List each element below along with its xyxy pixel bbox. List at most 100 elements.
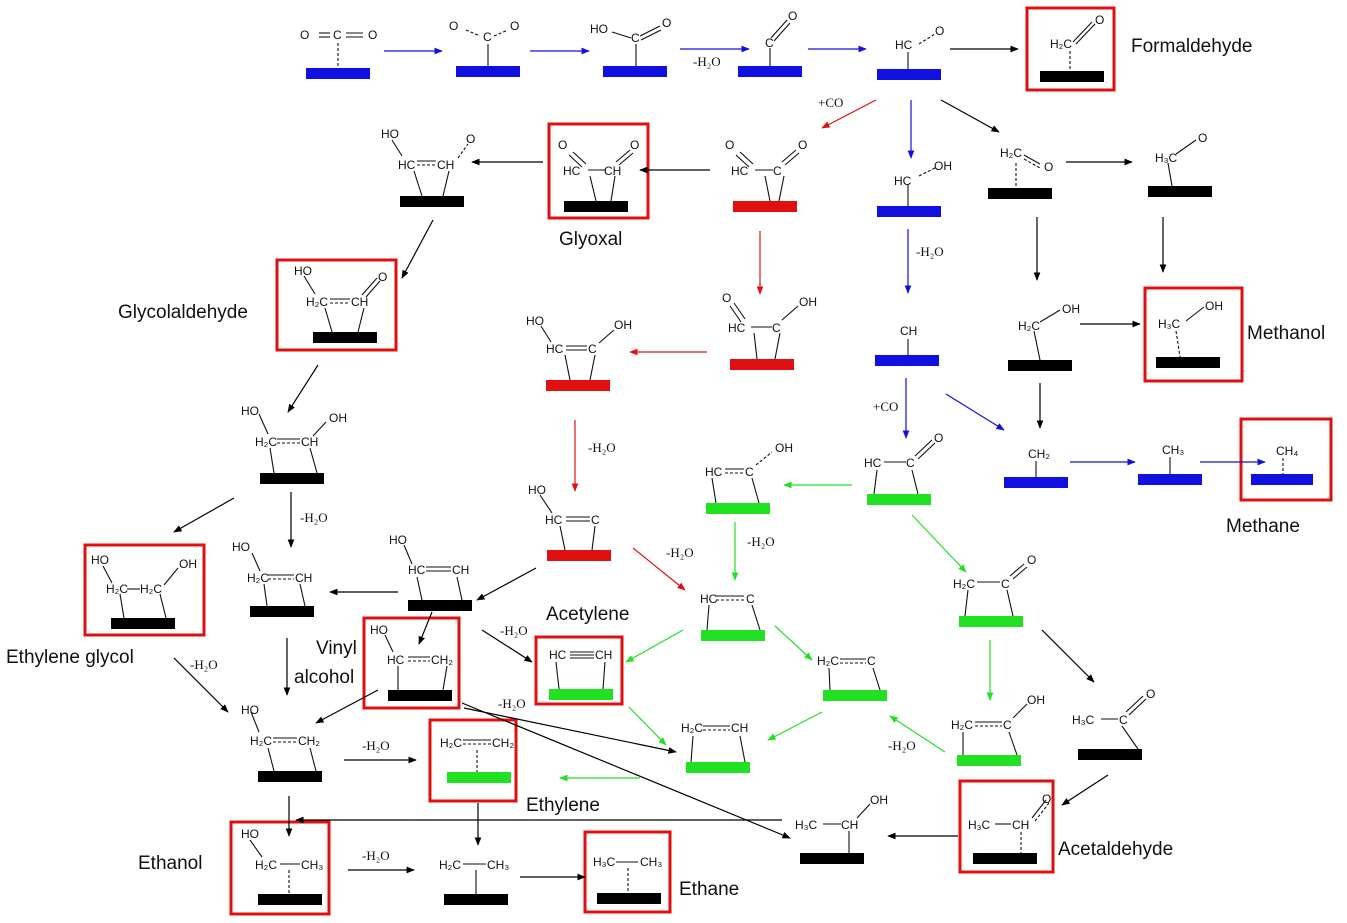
atom-label: CH [595,648,612,662]
surface-bar [1138,474,1202,485]
atom-label: H₂C [1000,146,1022,160]
surface-bar [456,66,520,77]
surface-bar [730,359,794,370]
formaldehyde-box [1025,6,1116,92]
atom-label: CH₃ [1162,443,1184,457]
atom-label: CH [841,818,858,832]
atom-label: H₂C [439,858,461,872]
atom-label: O [510,19,519,33]
atom-label: O [1027,553,1036,567]
glyoxal-box [547,122,650,220]
atom-label: HC [408,563,426,577]
ethanol-box [229,820,331,916]
step-label: -H₂O [362,738,390,753]
reaction-arrow [1061,774,1109,806]
surface-bar [867,494,931,505]
step-label: -H₂O [300,510,328,525]
atom-label: HO [381,127,399,141]
product-label-acetaldehyde: Acetaldehyde [1058,839,1173,860]
atom-label: H₂C [255,858,277,872]
surface-bar [959,616,1023,627]
atom-label: C [867,654,876,668]
reaction-arrow [1041,629,1095,683]
surface-bar [408,600,472,611]
acetaldehyde-box [958,779,1055,874]
atom-label: HC [700,592,718,606]
atom-label: HO [241,703,259,717]
atom-label: H₂C [106,582,128,596]
reaction-arrow [632,547,686,591]
surface-bar [306,68,370,79]
atom-label: H₂C [817,654,839,668]
atom-label: CH [1012,818,1029,832]
surface-bar [875,355,939,366]
surface-bar [1148,186,1212,197]
surface-bar [250,606,314,617]
atom-label: OH [614,318,632,332]
atom-label: H₂C [681,721,703,735]
atom-label: O [1042,792,1051,806]
atom-label: O [798,138,807,152]
ethylene-glycol-box [83,543,206,637]
surface-bar [549,689,613,700]
atom-label: H₃C [1072,713,1095,727]
atom-label: C [1119,713,1128,727]
surface-bar [973,853,1037,864]
reaction-arrow [774,625,813,661]
atom-label: OH [1027,693,1045,707]
surface-bar [1156,357,1220,368]
surface-bar [701,630,765,641]
atom-label: HC [546,342,564,356]
atom-label: HO [528,483,546,497]
atom-label: CH₃ [301,858,323,872]
atom-label: C [591,513,600,527]
step-label: -H₂O [888,738,916,753]
reaction-arrow [625,629,684,663]
atom-label: OH [1062,302,1080,316]
surface-bar [313,332,377,343]
surface-bar [603,66,667,77]
atom-label: HC [894,174,912,188]
atom-label: CH [900,324,917,338]
product-label-ethane: Ethane [679,879,739,900]
product-label-glycolaldehyde: Glycolaldehyde [118,302,248,323]
surface-bar [111,618,175,629]
product-label-methanol: Methanol [1247,323,1325,344]
reaction-arrow [476,567,537,601]
reaction-arrow [767,711,823,741]
atom-label: CH [351,295,368,309]
atom-label: C [631,31,640,45]
product-label-acetylene: Acetylene [546,604,629,625]
atom-label: CH [437,158,454,172]
surface-bar [1040,71,1104,82]
surface-bar [1004,477,1068,488]
step-label: +CO [873,399,898,414]
atom-label: H₂C [306,295,328,309]
product-label-ethylene: Ethylene [526,795,600,816]
atom-label: HO [294,264,312,278]
step-label: -H₂O [666,545,694,560]
atom-label: OH [179,557,197,571]
atom-label: H₂C [255,435,277,449]
step-label: -H₂O [747,534,775,549]
atom-label: CH [295,571,312,585]
reaction-arrow [940,99,1000,133]
atom-label: CH [301,435,318,449]
step-label: -H₂O [362,848,390,863]
reaction-arrow [315,689,379,724]
atom-label: C [906,456,915,470]
atom-label: OH [799,295,817,309]
atom-label: H₂C [140,582,162,596]
surface-bar [800,853,864,864]
atom-label: OH [329,411,347,425]
surface-bar [547,550,611,561]
atom-label: O [378,270,387,284]
atom-label: HC [387,653,405,667]
surface-bar [388,690,452,701]
surface-bar [1251,474,1313,485]
atom-label: O [662,16,671,30]
surface-bar [988,188,1052,199]
surface-bar [733,201,797,212]
atom-label: O [466,132,475,146]
